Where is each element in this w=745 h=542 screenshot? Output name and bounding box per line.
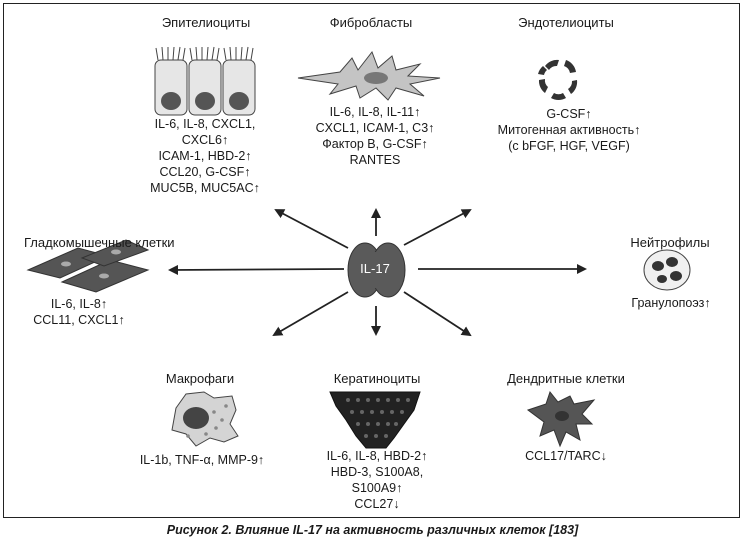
epithelial-line: IL-6, IL-8, CXCL1, xyxy=(154,117,256,131)
neutrophils-title: Нейтрофилы xyxy=(630,235,710,250)
keratinocytes-line: S100A9↑ xyxy=(351,481,403,495)
arrow-to-epithelial xyxy=(274,209,349,249)
center-label: IL-17 xyxy=(360,261,390,276)
epithelial-effects: IL-6, IL-8, CXCL1, CXCL6↑ ICAM-1, HBD-2↑… xyxy=(130,116,280,196)
dendritic-effects: CCL17/TARC↓ xyxy=(510,448,622,464)
smooth-muscle-title: Гладкомышечные клетки xyxy=(24,235,175,250)
keratinocytes-line: IL-6, IL-8, HBD-2↑ xyxy=(326,449,428,463)
arrow-to-endothelial xyxy=(403,209,472,246)
epithelial-cells-illustration xyxy=(154,46,256,116)
keratinocytes-illustration xyxy=(329,391,421,449)
arrows xyxy=(168,208,587,337)
epithelial-line: CCL20, G-CSF↑ xyxy=(159,165,251,179)
fibroblasts-title: Фибробласты xyxy=(329,15,413,30)
arrow-to-smooth-muscle xyxy=(168,264,345,275)
epithelial-line: ICAM-1, HBD-2↑ xyxy=(158,149,252,163)
keratinocytes-effects: IL-6, IL-8, HBD-2↑ HBD-3, S100A8, S100A9… xyxy=(310,448,444,512)
macrophage-illustration xyxy=(171,391,239,447)
endothelial-line: (с bFGF, HGF, VEGF) xyxy=(508,139,630,153)
keratinocytes-line: CCL27↓ xyxy=(354,497,400,511)
endothelial-effects: G-CSF↑ Митогенная активность↑ (с bFGF, H… xyxy=(484,106,654,154)
neutrophils-line: Гранулопоэз↑ xyxy=(631,296,711,310)
arrow-to-dendritic xyxy=(403,291,472,337)
figure-caption: Рисунок 2. Влияние IL-17 на активность р… xyxy=(166,523,579,537)
epithelial-line: CXCL6↑ xyxy=(181,133,229,147)
smooth-muscle-line: CCL11, CXCL1↑ xyxy=(33,313,125,327)
fibroblasts-line: RANTES xyxy=(349,153,401,167)
endothelial-line: G-CSF↑ xyxy=(546,107,592,121)
epithelial-line: MUC5B, MUC5AC↑ xyxy=(150,181,260,195)
keratinocytes-title: Кератиноциты xyxy=(333,371,421,386)
macrophages-line: IL-1b, TNF-α, MMP-9↑ xyxy=(139,453,265,467)
smooth-muscle-illustration xyxy=(26,239,150,293)
macrophages-title: Макрофаги xyxy=(165,371,235,386)
endothelial-title: Эндотелиоциты xyxy=(518,15,614,30)
il17-molecule xyxy=(347,242,406,298)
keratinocytes-line: HBD-3, S100A8, xyxy=(330,465,424,479)
smooth-muscle-effects: IL-6, IL-8↑ CCL11, CXCL1↑ xyxy=(14,296,144,328)
macrophages-effects: IL-1b, TNF-α, MMP-9↑ xyxy=(122,452,282,468)
neutrophils-effects: Гранулопоэз↑ xyxy=(616,295,726,311)
fibroblasts-line: CXCL1, ICAM-1, C3↑ xyxy=(315,121,435,135)
diagram-frame xyxy=(3,3,740,518)
endothelial-illustration xyxy=(538,59,578,101)
fibroblasts-illustration xyxy=(297,50,441,101)
fibroblasts-line: Фактор B, G-CSF↑ xyxy=(322,137,428,151)
dendritic-line: CCL17/TARC↓ xyxy=(525,449,607,463)
fibroblasts-effects: IL-6, IL-8, IL-11↑ CXCL1, ICAM-1, C3↑ Фа… xyxy=(296,104,454,168)
fibroblasts-line: IL-6, IL-8, IL-11↑ xyxy=(329,105,421,119)
epithelial-title: Эпителиоциты xyxy=(161,15,251,30)
endothelial-line: Митогенная активность↑ xyxy=(497,123,641,137)
dendritic-title: Дендритные клетки xyxy=(507,371,625,386)
arrow-to-macrophages xyxy=(272,291,349,337)
neutrophil-illustration xyxy=(643,249,691,291)
smooth-muscle-line: IL-6, IL-8↑ xyxy=(50,297,108,311)
dendritic-cell-illustration xyxy=(526,390,596,448)
